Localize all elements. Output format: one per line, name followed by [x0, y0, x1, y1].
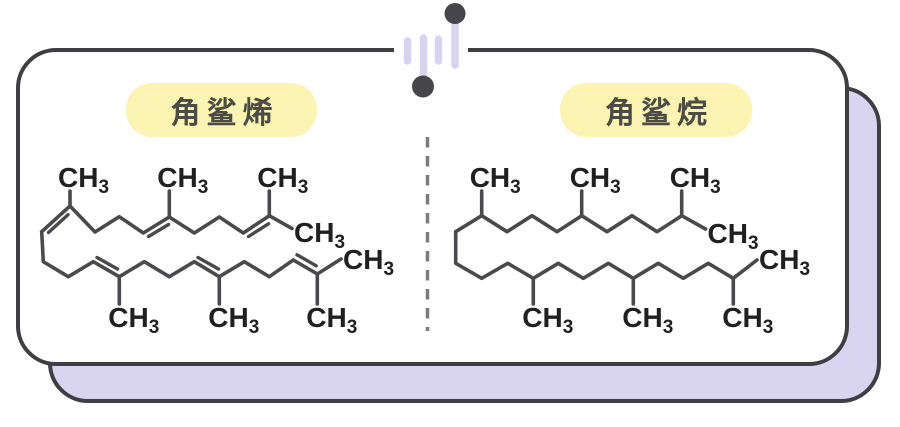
methyl-label: CH3 [759, 244, 810, 280]
methyl-label: CH3 [722, 302, 773, 338]
badge-squalane-label: 角鲨烷 [605, 97, 713, 130]
methyl-label: CH3 [470, 162, 521, 198]
methyl-label: CH3 [570, 162, 621, 198]
badge-squalene: 角鲨烯 [126, 83, 317, 137]
methyl-label: CH3 [670, 162, 721, 198]
methyl-label: CH3 [208, 302, 259, 338]
double-bond [146, 222, 171, 239]
methyl-label: CH3 [343, 244, 394, 280]
pin-icon [394, 3, 468, 98]
pin-dot-icon [412, 75, 434, 98]
molecule-squalane: CH3 CH3 CH3 CH3 CH3 CH3 CH3 CH3 [453, 162, 810, 338]
squalene-lower-chain [39, 229, 343, 279]
methyl-label: CH3 [257, 162, 308, 198]
double-bond [46, 213, 70, 235]
double-bond [246, 222, 271, 239]
methyl-label: CH3 [157, 162, 208, 198]
badge-squalane: 角鲨烷 [560, 83, 752, 137]
methyl-label: CH3 [58, 162, 109, 198]
pin-dot-icon [444, 3, 466, 24]
pin-border-gap [394, 44, 468, 56]
double-bond [95, 255, 120, 271]
double-bond [196, 255, 221, 271]
methyl-label: CH3 [108, 302, 159, 338]
methyl-label: CH3 [708, 218, 759, 254]
methyl-label: CH3 [522, 302, 573, 338]
squalane-lower-chain [453, 229, 759, 281]
molecule-squalene: CH3 CH3 CH3 CH3 CH3 CH3 CH3 CH3 [39, 162, 394, 338]
methyl-label: CH3 [622, 302, 673, 338]
squalene-upper-chain [39, 204, 294, 235]
double-bond [295, 253, 318, 268]
methyl-label: CH3 [294, 217, 345, 253]
badge-squalene-label: 角鲨烯 [170, 97, 279, 130]
squalane-upper-chain [453, 213, 708, 234]
methyl-label: CH3 [306, 302, 357, 338]
